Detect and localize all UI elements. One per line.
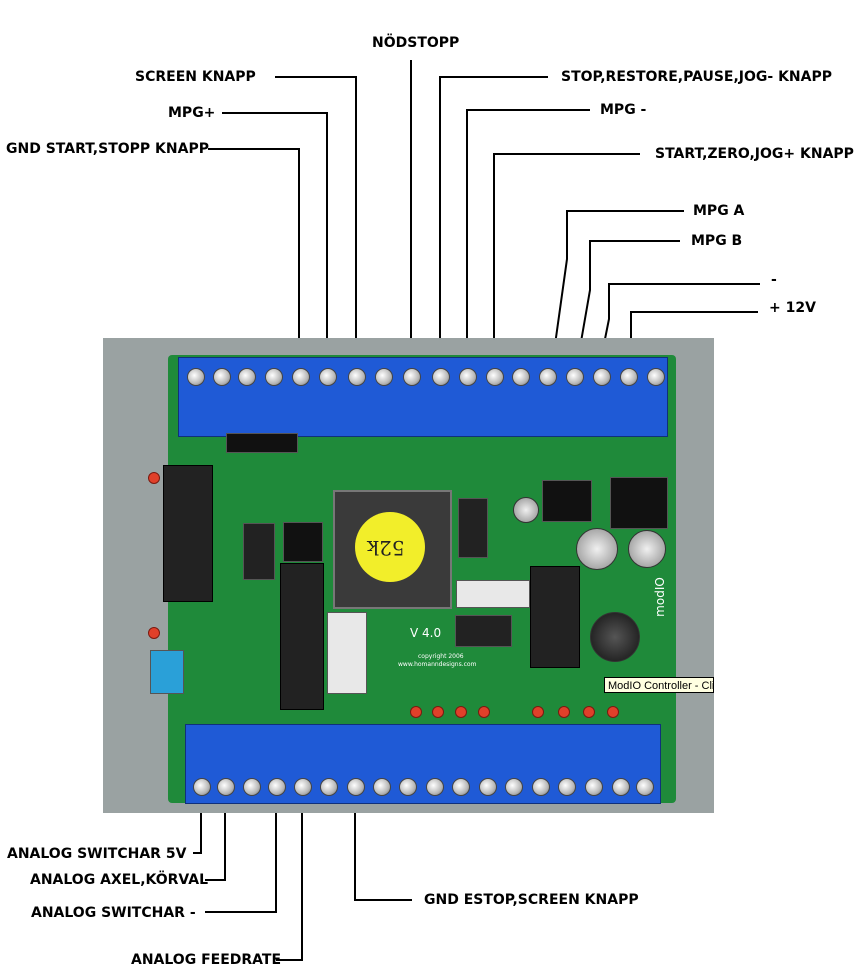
- label-analog-switchar-minus: ANALOG SWITCHAR -: [31, 905, 196, 921]
- jumper-block-2: [283, 522, 323, 562]
- label-analog-switchar-5v: ANALOG SWITCHAR 5V: [7, 846, 187, 862]
- led-top-1: [148, 472, 160, 484]
- blue-relay: [150, 650, 184, 694]
- led-row-3: [455, 706, 467, 718]
- board-version-text: V 4.0: [410, 626, 442, 640]
- capacitor-3: [628, 530, 666, 568]
- top-terminal-block: [178, 357, 668, 437]
- board-website-text: www.homanndesigns.com: [398, 661, 477, 668]
- line-stop-restore: [439, 76, 548, 375]
- line-gnd-start-stopp: [208, 148, 300, 376]
- processor-sticker: 52k: [355, 512, 425, 582]
- board-copyright-text: copyright 2006: [418, 653, 464, 660]
- line-analog-feedrate: [276, 786, 303, 961]
- led-row-5: [532, 706, 544, 718]
- ic-chip-bottom: [455, 615, 512, 647]
- label-mpg-a: MPG A: [693, 203, 745, 219]
- label-nodstopp: NÖDSTOPP: [372, 35, 460, 51]
- ic-chip-left: [243, 523, 275, 580]
- line-start-zero: [493, 153, 640, 375]
- sticker-text: 52k: [367, 536, 405, 560]
- line-analog-switchar-minus: [205, 786, 277, 913]
- line-mpg-b: [577, 240, 680, 360]
- label-mpg-minus: MPG -: [600, 102, 647, 118]
- voltage-regulator: [542, 480, 592, 522]
- left-ribbon-header: [163, 465, 213, 602]
- bottom-terminal-block: [185, 724, 661, 804]
- capacitor-1: [513, 497, 539, 523]
- led-top-2: [148, 627, 160, 639]
- inductor: [590, 612, 640, 662]
- led-row-8: [607, 706, 619, 718]
- line-analog-axel: [205, 786, 226, 881]
- label-analog-feedrate: ANALOG FEEDRATE: [131, 952, 282, 968]
- right-ribbon-header: [530, 566, 580, 668]
- white-connector-2: [456, 580, 530, 608]
- line-mpg-a: [552, 210, 684, 360]
- tooltip: ModIO Controller - Cli: [604, 677, 714, 693]
- label-gnd-start-stopp: GND START,STOPP KNAPP: [6, 141, 209, 157]
- label-minus: -: [771, 272, 777, 288]
- label-gnd-estop: GND ESTOP,SCREEN KNAPP: [424, 892, 639, 908]
- label-stop-restore: STOP,RESTORE,PAUSE,JOG- KNAPP: [561, 69, 833, 85]
- dc-jack: [610, 477, 668, 529]
- led-row-6: [558, 706, 570, 718]
- line-screen-knapp: [275, 76, 357, 376]
- line-mpg-minus: [466, 109, 590, 375]
- line-gnd-estop: [354, 788, 412, 901]
- center-ribbon-header: [280, 563, 324, 710]
- ic-chip-right: [458, 498, 488, 558]
- white-connector: [327, 612, 367, 694]
- led-row-4: [478, 706, 490, 718]
- jumper-block: [226, 433, 298, 453]
- led-row-7: [583, 706, 595, 718]
- line-mpg-plus: [222, 112, 328, 376]
- led-row-2: [432, 706, 444, 718]
- label-analog-axel-korval: ANALOG AXEL,KÖRVAL: [30, 872, 209, 888]
- capacitor-2: [576, 528, 618, 570]
- label-start-zero: START,ZERO,JOG+ KNAPP: [655, 146, 854, 162]
- label-screen-knapp: SCREEN KNAPP: [135, 69, 256, 85]
- board-brand-text: modIO: [652, 577, 667, 617]
- label-plus-12v: + 12V: [769, 300, 816, 316]
- label-mpg-plus: MPG+: [168, 105, 216, 121]
- led-row-1: [410, 706, 422, 718]
- label-mpg-b: MPG B: [691, 233, 743, 249]
